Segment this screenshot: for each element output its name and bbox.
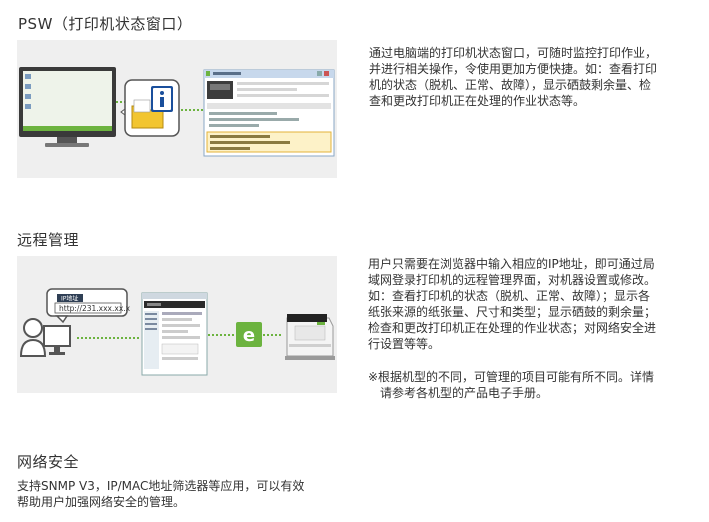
remote-illustration: IP地址 http://231.xxx.xx.x (17, 256, 337, 393)
network-security-description: 支持SNMP V3，IP/MAC地址筛选器等应用，可以有效 帮助用户加强网络安全… (17, 478, 304, 510)
section-title-network-security: 网络安全 (17, 453, 80, 471)
psw-line-1: 通过电脑端的打印机状态窗口，可随时监控打印作业， (369, 46, 658, 60)
psw-line-2: 并进行相关操作，令使用更加方便快捷。如：查看打印 (369, 62, 658, 76)
psw-line-3: 机的状态（脱机、正常、故障），显示硒鼓剩余量、检 (369, 78, 652, 92)
section-title-remote: 远程管理 (17, 231, 80, 249)
monitor-icon (43, 325, 71, 355)
browser-window-icon (141, 292, 208, 376)
remote-note-line-1: ※根据机型的不同，可管理的项目可能有所不同。详情 (368, 370, 655, 384)
ip-address-bubble: IP地址 http://231.xxx.xx.x (46, 288, 131, 324)
remote-illustration-svg: IP地址 http://231.xxx.xx.x (19, 288, 335, 376)
status-window-icon (203, 69, 335, 157)
security-line-2: 帮助用户加强网络安全的管理。 (17, 495, 186, 509)
monitor-icon (19, 67, 116, 147)
remote-line-1: 用户只需要在浏览器中输入相应的IP地址，即可通过局 (368, 257, 655, 271)
remote-description: 用户只需要在浏览器中输入相应的IP地址，即可通过局 域网登录打印机的远程管理界面… (368, 256, 656, 352)
psw-illustration-svg (19, 67, 335, 157)
remote-line-2: 域网登录打印机的远程管理界面，对机器设置或修改。 (368, 273, 657, 287)
section-title-psw: PSW（打印机状态窗口） (18, 15, 193, 33)
ip-label: IP地址 (61, 295, 78, 303)
security-line-1: 支持SNMP V3，IP/MAC地址筛选器等应用，可以有效 (17, 479, 305, 493)
ip-value: http://231.xxx.xx.x (59, 304, 131, 313)
remote-note-line-2: 请参考各机型的产品电子手册。 (380, 386, 549, 400)
remote-line-5: 检查和更改打印机正在处理的作业状态；对网络安全进 (368, 321, 657, 335)
remote-line-3: 如：查看打印机的状态（脱机、正常、故障）；显示各 (368, 289, 651, 303)
remote-line-6: 行设置等等。 (368, 337, 441, 351)
e-badge-icon: e (236, 322, 262, 347)
folder-info-icon (120, 79, 180, 137)
printer-icon (285, 314, 335, 360)
remote-line-4: 纸张来源的纸张量、尺寸和类型；显示硒鼓的剩余量； (368, 305, 657, 319)
remote-note: ※根据机型的不同，可管理的项目可能有所不同。详情 请参考各机型的产品电子手册。 (368, 369, 654, 401)
psw-line-4: 查和更改打印机正在处理的作业状态等。 (369, 94, 586, 108)
e-badge-text: e (243, 325, 255, 346)
user-icon (19, 318, 47, 357)
psw-description: 通过电脑端的打印机状态窗口，可随时监控打印作业， 并进行相关操作，令使用更加方便… (369, 45, 657, 109)
psw-illustration (17, 40, 337, 178)
